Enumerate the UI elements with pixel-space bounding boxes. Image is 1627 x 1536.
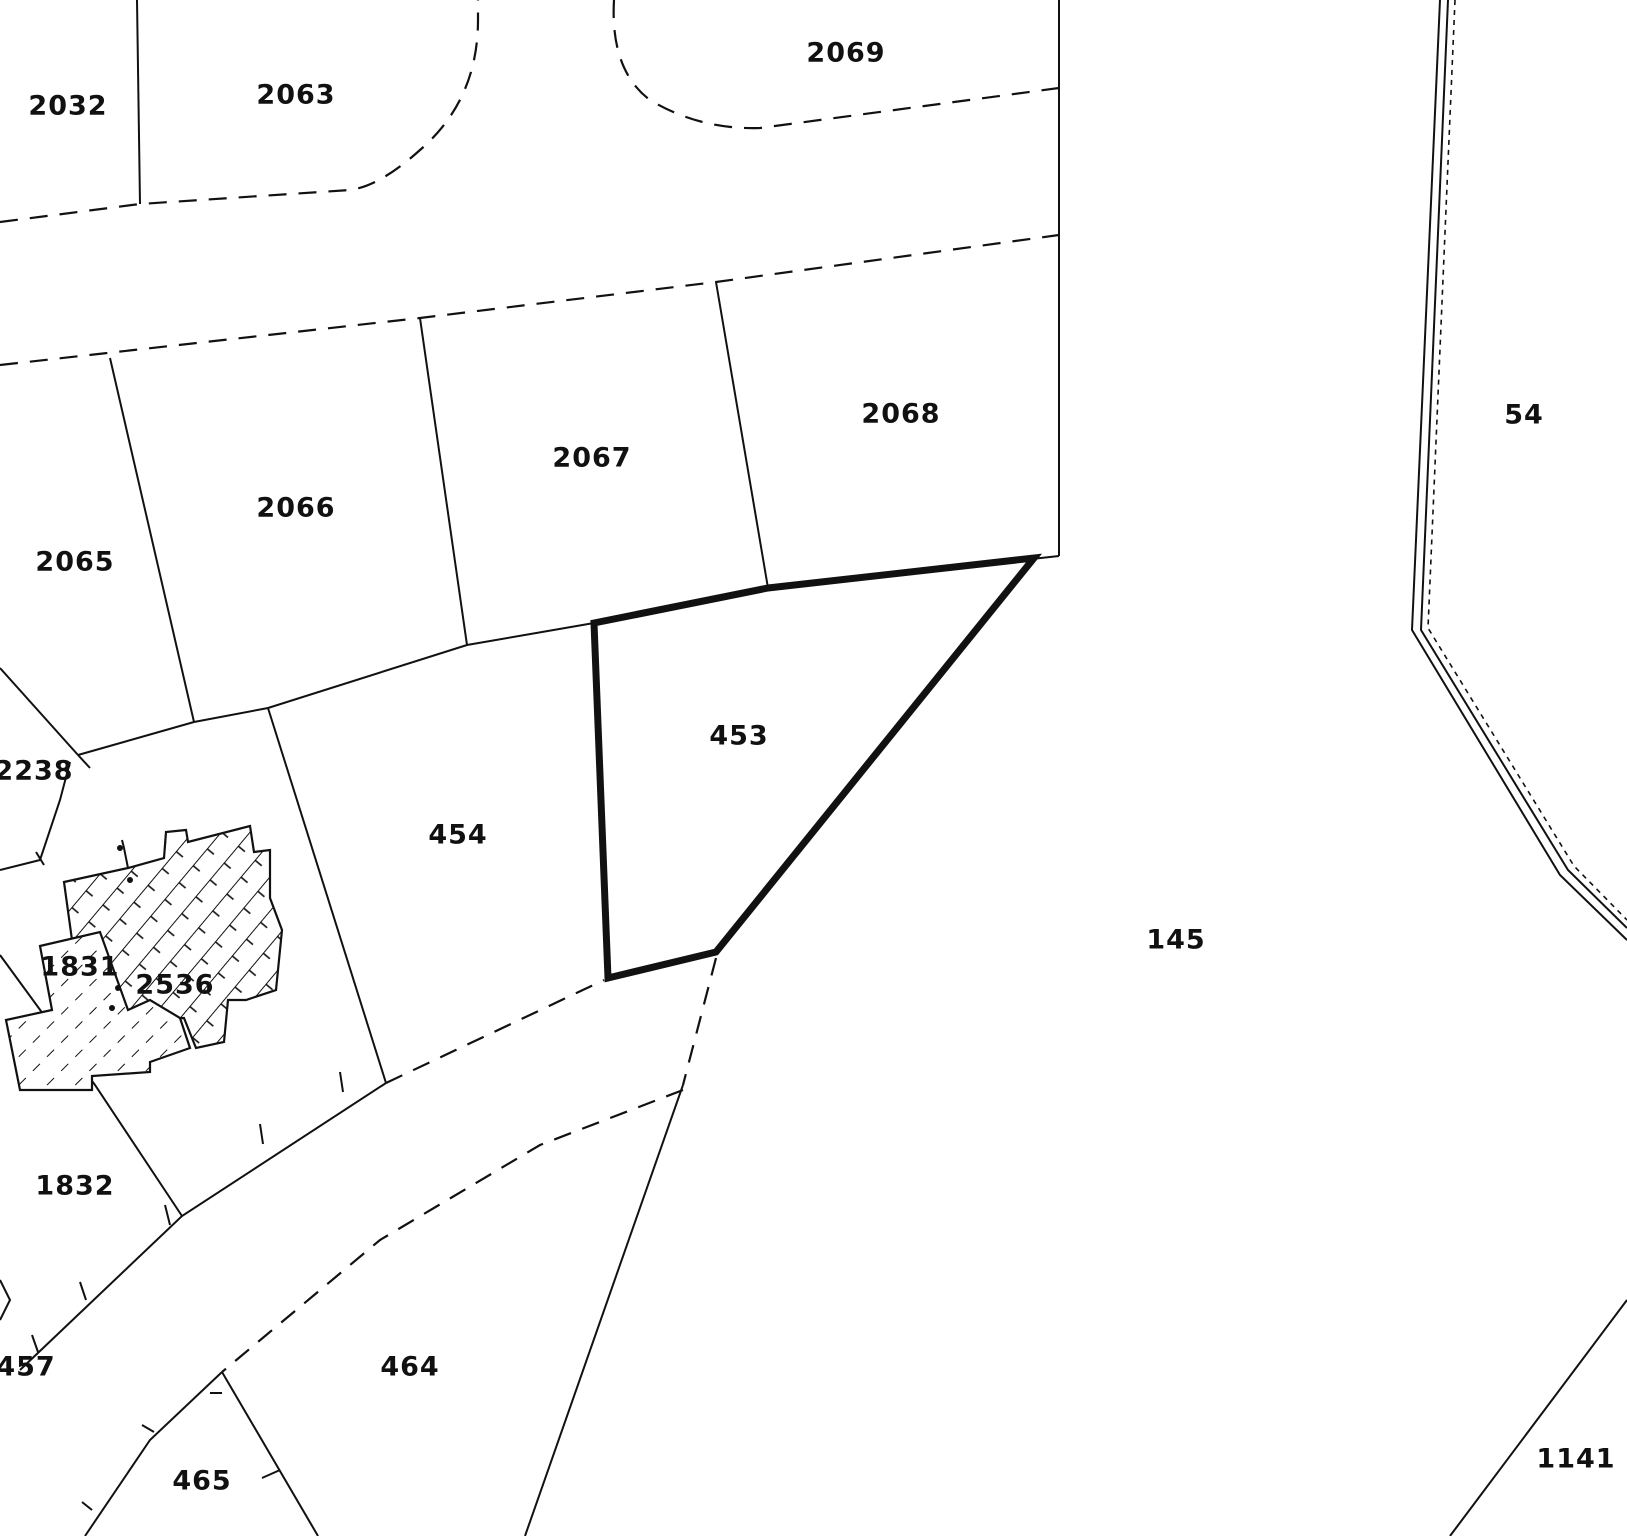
parcel-label-465[interactable]: 465 <box>172 1466 231 1497</box>
building-1831 <box>4 839 192 1092</box>
parcel-label-2032[interactable]: 2032 <box>28 91 107 122</box>
parcel-label-453[interactable]: 453 <box>709 721 768 752</box>
dashed-boundaries <box>0 0 1060 1373</box>
parcel-label-2536[interactable]: 2536 <box>135 970 214 1001</box>
parcel-label-2238[interactable]: 2238 <box>0 756 74 787</box>
parcel-453-boundary[interactable] <box>590 553 1043 983</box>
parcel-labels: 2032 2063 2069 2065 2066 2067 2068 54 22… <box>0 38 1615 1497</box>
parcel-label-1141[interactable]: 1141 <box>1536 1444 1615 1475</box>
parcel-label-457[interactable]: 457 <box>0 1352 56 1383</box>
parcel-label-2063[interactable]: 2063 <box>256 80 335 111</box>
parcel-label-2067[interactable]: 2067 <box>552 443 631 474</box>
road-ticks <box>31 754 344 1511</box>
parcel-label-2065[interactable]: 2065 <box>35 547 114 578</box>
parcel-label-1832[interactable]: 1832 <box>35 1171 114 1202</box>
parcel-label-2066[interactable]: 2066 <box>256 493 335 524</box>
parcel-label-454[interactable]: 454 <box>428 820 487 851</box>
embankment-line <box>1410 0 1627 941</box>
parcel-label-2069[interactable]: 2069 <box>806 38 885 69</box>
parcel-label-464[interactable]: 464 <box>380 1352 439 1383</box>
parcel-label-1831[interactable]: 1831 <box>40 952 119 983</box>
parcel-label-2068[interactable]: 2068 <box>861 399 940 430</box>
parcel-label-54[interactable]: 54 <box>1504 400 1544 431</box>
parcel-label-145[interactable]: 145 <box>1146 925 1205 956</box>
